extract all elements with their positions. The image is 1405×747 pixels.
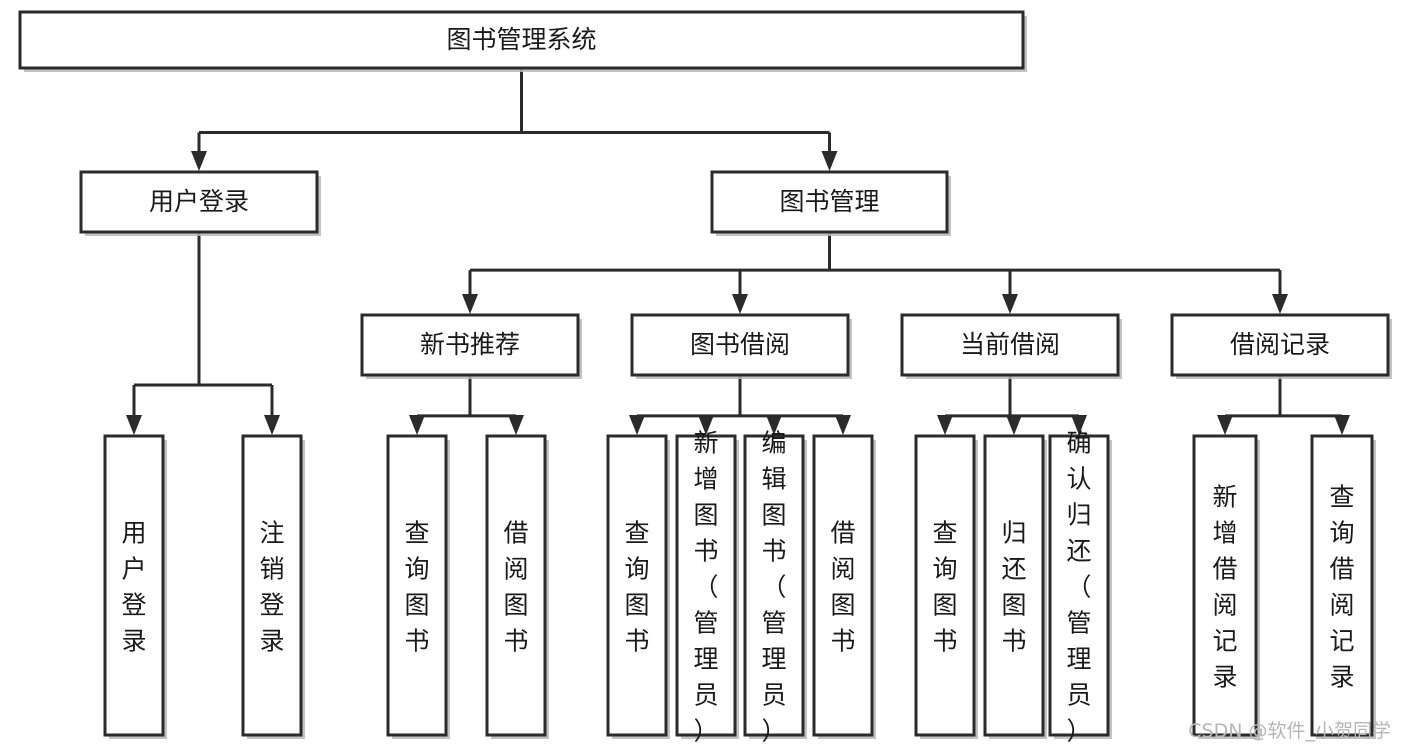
node-leaf8[interactable]: 借阅图书: [812, 434, 876, 739]
edge-group-bookmgr: [462, 232, 1288, 314]
node-borrow[interactable]: 图书借阅: [630, 313, 852, 379]
arrow-head-icon: [835, 415, 851, 435]
arrow-head-icon: [126, 415, 142, 435]
node-label: 归还图书: [1001, 519, 1026, 656]
edge-group-borrow: [629, 375, 851, 435]
node-label: 图书管理系统: [446, 25, 596, 54]
edges-layer: [126, 68, 1350, 435]
node-record[interactable]: 借阅记录: [1170, 313, 1392, 379]
arrow-head-icon: [821, 151, 838, 171]
node-box[interactable]: [606, 434, 668, 737]
node-current[interactable]: 当前借阅: [900, 313, 1122, 379]
node-box[interactable]: [1192, 434, 1258, 737]
node-label: 编辑图书（管理员）: [761, 429, 786, 746]
node-label: 注销登录: [259, 519, 284, 656]
arrow-head-icon: [1217, 415, 1233, 435]
node-newbook[interactable]: 新书推荐: [360, 313, 582, 379]
node-leaf1[interactable]: 用户登录: [103, 434, 167, 739]
arrow-head-icon: [1334, 415, 1350, 435]
node-leaf13[interactable]: 查询借阅记录: [1310, 434, 1376, 739]
node-label: 当前借阅: [960, 330, 1060, 359]
node-label: 借阅图书: [503, 519, 528, 656]
edge-group-newbook: [409, 375, 524, 435]
arrow-head-icon: [264, 415, 280, 435]
node-box[interactable]: [710, 170, 949, 234]
arrow-head-icon: [462, 294, 478, 314]
node-leaf7[interactable]: 编辑图书（管理员）: [743, 429, 807, 746]
node-leaf5[interactable]: 查询图书: [606, 434, 670, 739]
node-label: 借阅记录: [1230, 330, 1330, 359]
node-box[interactable]: [360, 313, 580, 377]
node-label: 图书管理: [779, 187, 879, 216]
node-label: 用户登录: [121, 519, 146, 656]
nodes-layer: 图书管理系统用户登录图书管理新书推荐图书借阅当前借阅借阅记录用户登录注销登录查询…: [18, 10, 1392, 746]
node-box[interactable]: [1310, 434, 1374, 737]
node-box[interactable]: [1048, 434, 1110, 737]
arrow-head-icon: [191, 151, 207, 171]
node-box[interactable]: [812, 434, 874, 737]
node-box[interactable]: [386, 434, 448, 737]
arrow-head-icon: [766, 415, 782, 435]
edge-group-record: [1217, 375, 1350, 435]
arrow-head-icon: [732, 294, 748, 314]
node-leaf12[interactable]: 新增借阅记录: [1192, 434, 1260, 739]
node-leaf9[interactable]: 查询图书: [914, 434, 978, 739]
arrow-head-icon: [1272, 294, 1288, 314]
node-box[interactable]: [103, 434, 165, 737]
node-box[interactable]: [743, 434, 805, 737]
node-root[interactable]: 图书管理系统: [18, 10, 1027, 72]
node-label: 查询图书: [404, 519, 429, 656]
node-box[interactable]: [630, 313, 850, 377]
node-box[interactable]: [241, 434, 303, 737]
node-leaf6[interactable]: 新增图书（管理员）: [675, 429, 739, 746]
arrow-head-icon: [1071, 415, 1087, 435]
node-leaf4[interactable]: 借阅图书: [485, 434, 549, 739]
arrow-head-icon: [629, 415, 645, 435]
arrow-head-icon: [937, 415, 953, 435]
edge-group-login: [126, 232, 280, 435]
node-box[interactable]: [1170, 313, 1390, 377]
arrow-head-icon: [409, 415, 425, 435]
node-box[interactable]: [79, 170, 319, 234]
node-label: 借阅图书: [830, 519, 855, 656]
node-label: 确认归还（管理员）: [1066, 429, 1091, 746]
node-box[interactable]: [900, 313, 1120, 377]
node-box[interactable]: [914, 434, 976, 737]
node-label: 用户登录: [149, 187, 249, 216]
node-label: 图书借阅: [690, 330, 790, 359]
arrow-head-icon: [698, 415, 714, 435]
edge-group-root: [191, 68, 838, 171]
arrow-head-icon: [508, 415, 524, 435]
node-box[interactable]: [485, 434, 547, 737]
node-label: 查询图书: [932, 519, 957, 656]
node-login[interactable]: 用户登录: [79, 170, 321, 236]
node-label: 新增图书（管理员）: [693, 429, 718, 746]
node-leaf3[interactable]: 查询图书: [386, 434, 450, 739]
node-box[interactable]: [983, 434, 1045, 737]
node-box[interactable]: [675, 434, 737, 737]
node-box[interactable]: [18, 10, 1025, 70]
arrow-head-icon: [1006, 415, 1022, 435]
node-label: 新增借阅记录: [1212, 483, 1237, 692]
edge-group-current: [937, 375, 1087, 435]
node-leaf11[interactable]: 确认归还（管理员）: [1048, 429, 1112, 746]
node-label: 查询图书: [624, 519, 649, 656]
arrow-head-icon: [1002, 294, 1018, 314]
node-leaf10[interactable]: 归还图书: [983, 434, 1047, 739]
node-bookmgr[interactable]: 图书管理: [710, 170, 951, 236]
node-leaf2[interactable]: 注销登录: [241, 434, 305, 739]
node-label: 查询借阅记录: [1329, 483, 1354, 692]
node-label: 新书推荐: [420, 330, 520, 359]
